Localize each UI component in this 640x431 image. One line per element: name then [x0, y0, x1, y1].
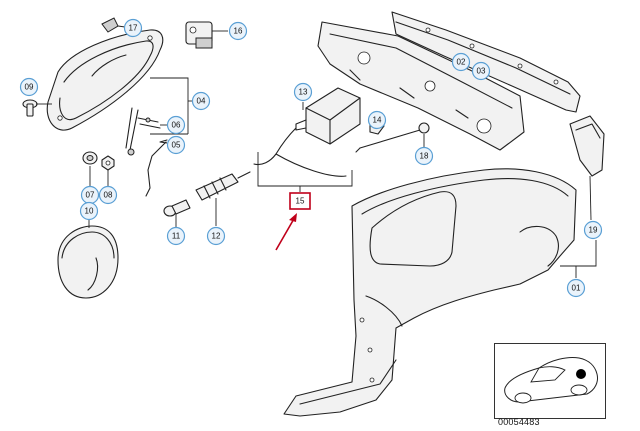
rod-part-05	[145, 139, 168, 197]
highlight-arrow	[275, 213, 297, 251]
callout-17[interactable]: 17	[123, 18, 143, 38]
fuel-cap-part-10	[57, 219, 119, 299]
callout-01-label: 01	[572, 284, 581, 293]
callout-16[interactable]: 16	[228, 21, 248, 41]
callout-05-label: 05	[172, 141, 181, 150]
callout-15-highlighted[interactable]: 15	[289, 192, 311, 210]
callout-08-label: 08	[104, 191, 113, 200]
callout-12[interactable]: 12	[206, 226, 226, 246]
callout-04-label: 04	[197, 97, 206, 106]
callout-02-label: 02	[457, 58, 466, 67]
callout-06-label: 06	[172, 121, 181, 130]
callout-07[interactable]: 07	[80, 185, 100, 205]
callout-layer: 17 16 09 04 06 05 07 08 10 13 14 18 02 03 11 12 19 01	[19, 18, 603, 298]
callout-05[interactable]: 05	[166, 135, 186, 155]
fuel-filler-flap-housing	[46, 29, 164, 131]
tail-light-bracket	[569, 115, 605, 221]
callout-07-label: 07	[86, 191, 95, 200]
callout-06[interactable]: 06	[166, 115, 186, 135]
callout-16-label: 16	[234, 27, 243, 36]
lamp-socket-part-16	[185, 21, 228, 49]
grommet-part-07	[82, 151, 98, 187]
callout-14-label: 14	[373, 116, 382, 125]
callout-08[interactable]: 08	[98, 185, 118, 205]
actuator-part-13	[295, 87, 361, 145]
diagram-id: 00054483	[498, 417, 540, 427]
nut-part-08	[101, 155, 115, 186]
callout-13[interactable]: 13	[293, 82, 313, 102]
bumper-carrier-part-03	[391, 11, 581, 113]
callout-01[interactable]: 01	[566, 278, 586, 298]
callout-11-label: 11	[172, 232, 181, 241]
fuel-flap-part-17	[101, 17, 126, 33]
callout-18-label: 18	[420, 152, 429, 161]
lock-lever-part-06	[125, 107, 167, 156]
release-cable-part-15	[253, 127, 353, 192]
callout-04[interactable]: 04	[191, 91, 211, 111]
callout-19-label: 19	[589, 226, 598, 235]
callout-10-label: 10	[85, 207, 94, 216]
callout-02[interactable]: 02	[451, 52, 471, 72]
callout-03[interactable]: 03	[471, 61, 491, 81]
callout-12-label: 12	[212, 232, 221, 241]
callout-19[interactable]: 19	[583, 220, 603, 240]
cable-part-18	[355, 122, 430, 153]
callout-18[interactable]: 18	[414, 146, 434, 166]
callout-03-label: 03	[477, 67, 486, 76]
pin-part-11	[163, 199, 191, 228]
callout-09[interactable]: 09	[19, 77, 39, 97]
callout-13-label: 13	[299, 88, 308, 97]
callout-17-label: 17	[129, 24, 138, 33]
callout-09-label: 09	[25, 83, 34, 92]
car-silhouette	[504, 357, 598, 404]
fuel-flap-part-09	[22, 99, 52, 117]
callout-11[interactable]: 11	[166, 226, 186, 246]
callout-15-label: 15	[296, 197, 305, 206]
callout-14[interactable]: 14	[367, 110, 387, 130]
callout-10[interactable]: 10	[79, 201, 99, 221]
locator-inset	[494, 343, 606, 419]
filler-neck-part-12	[195, 171, 251, 226]
location-marker	[576, 369, 586, 379]
quarter-panel-part-01	[283, 168, 597, 417]
